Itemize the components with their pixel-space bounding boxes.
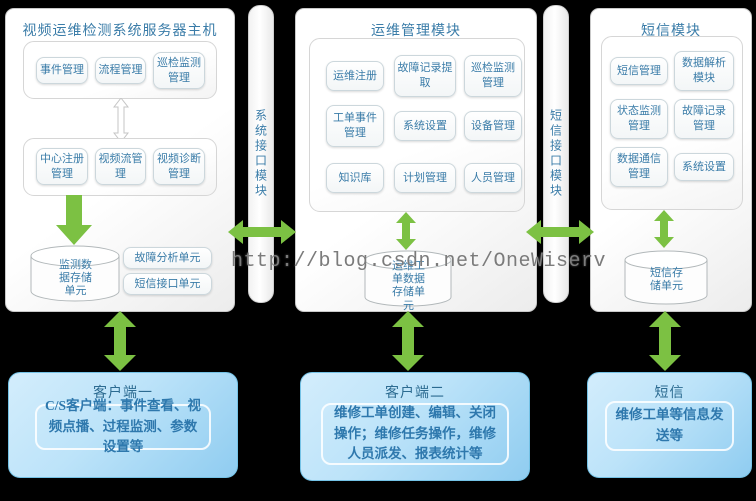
sms-btn-data-comm-mgmt: 数据通信管理 (610, 147, 668, 187)
server-storage-cylinder: 监测数据存储单元 (30, 245, 120, 308)
client2-desc: 维修工单创建、编辑、关闭操作；维修任务操作，维修人员派发、报表统计等 (321, 403, 509, 465)
client1-box: 客户端一 C/S客户端：事件查看、视频点播、过程监测、参数设置等 (8, 372, 238, 478)
sms-btn-sms-mgmt: 短信管理 (610, 57, 668, 85)
server-storage-cylinder-label: 监测数据存储单元 (59, 259, 92, 298)
ops-btn-device-mgmt: 设备管理 (464, 111, 522, 141)
client1-desc: C/S客户端：事件查看、视频点播、过程监测、参数设置等 (35, 398, 211, 454)
ops-btn-plan-mgmt: 计划管理 (394, 163, 456, 193)
sms-interface-bar-label: 短信接口模块 (548, 109, 563, 199)
server-panel: 视频运维检测系统服务器主机 事件管理 流程管理 巡检监测管理 中心注册管理 视频… (5, 8, 235, 312)
server-btn-sms-interface-unit: 短信接口单元 (123, 273, 212, 295)
server-groups-connector-arrow-icon (113, 98, 129, 142)
ops-sms-link-arrow-icon (526, 220, 594, 244)
ops-panel: 运维管理模块 运维注册 故障记录提取 巡检监测管理 工单事件管理 系统设置 设备… (295, 8, 537, 312)
ops-client2-arrow-icon (392, 311, 424, 371)
server-btn-video-stream-mgmt: 视频流管理 (95, 148, 146, 185)
ops-btn-ops-register: 运维注册 (326, 61, 384, 91)
ops-storage-link-arrow-icon (396, 212, 416, 250)
client2-title: 客户端二 (385, 386, 445, 401)
sms-panel-title: 短信模块 (641, 24, 701, 39)
sms-message-title: 短信 (654, 386, 685, 401)
ops-storage-cylinder: 运维工单数据存储单元 (364, 250, 452, 313)
ops-btn-system-settings: 系统设置 (394, 111, 456, 141)
sms-message-box: 短信 维修工单等信息发送等 (587, 372, 752, 478)
server-ops-link-arrow-icon (228, 220, 296, 244)
sms-interface-bar: 短信接口模块 (543, 5, 569, 303)
ops-btn-fault-record-extract: 故障记录提取 (394, 55, 456, 97)
system-interface-bar: 系统接口模块 (248, 5, 274, 303)
server-btn-event-mgmt: 事件管理 (36, 57, 88, 84)
sms-group: 短信管理 数据解析模块 状态监测管理 故障记录管理 数据通信管理 系统设置 (601, 36, 743, 210)
server-btn-patrol-monitor-mgmt: 巡检监测管理 (153, 52, 205, 89)
server-btn-center-register-mgmt: 中心注册管理 (36, 148, 88, 185)
server-group1: 事件管理 流程管理 巡检监测管理 (23, 41, 217, 99)
sms-btn-fault-record-mgmt: 故障记录管理 (674, 99, 734, 139)
server-panel-title: 视频运维检测系统服务器主机 (22, 24, 218, 39)
sms-storage-cylinder: 短信存储单元 (624, 250, 708, 311)
ops-btn-knowledge-base: 知识库 (326, 163, 384, 193)
ops-storage-cylinder-label: 运维工单数据存储单元 (392, 260, 425, 312)
server-client1-arrow-icon (104, 311, 136, 371)
sms-btn-data-parse-module: 数据解析模块 (674, 51, 734, 91)
sms-storage-cylinder-label: 短信存储单元 (650, 267, 683, 293)
ops-btn-workorder-event-mgmt: 工单事件管理 (326, 105, 384, 147)
watermark-text: http://blog.csdn.net/OneWiserv (231, 250, 607, 273)
sms-message-arrow-icon (649, 311, 681, 371)
server-btn-process-mgmt: 流程管理 (95, 57, 146, 84)
sms-btn-system-settings: 系统设置 (674, 153, 734, 181)
server-down-arrow-icon (56, 195, 92, 245)
client1-title: 客户端一 (93, 386, 153, 401)
client2-box: 客户端二 维修工单创建、编辑、关闭操作；维修任务操作，维修人员派发、报表统计等 (300, 372, 530, 481)
sms-panel: 短信模块 短信管理 数据解析模块 状态监测管理 故障记录管理 数据通信管理 系统… (590, 8, 752, 312)
ops-group: 运维注册 故障记录提取 巡检监测管理 工单事件管理 系统设置 设备管理 知识库 … (309, 38, 525, 212)
ops-btn-personnel-mgmt: 人员管理 (464, 163, 522, 193)
sms-message-desc: 维修工单等信息发送等 (605, 401, 734, 451)
sms-btn-status-monitor-mgmt: 状态监测管理 (610, 99, 668, 139)
server-btn-video-diagnosis-mgmt: 视频诊断管理 (153, 148, 205, 185)
system-interface-bar-label: 系统接口模块 (253, 109, 268, 199)
server-btn-fault-analysis-unit: 故障分析单元 (123, 247, 212, 269)
sms-storage-link-arrow-icon (654, 210, 674, 248)
server-group2: 中心注册管理 视频流管理 视频诊断管理 (23, 138, 217, 196)
ops-panel-title: 运维管理模块 (371, 24, 461, 39)
ops-btn-patrol-monitor-mgmt: 巡检监测管理 (464, 55, 522, 97)
